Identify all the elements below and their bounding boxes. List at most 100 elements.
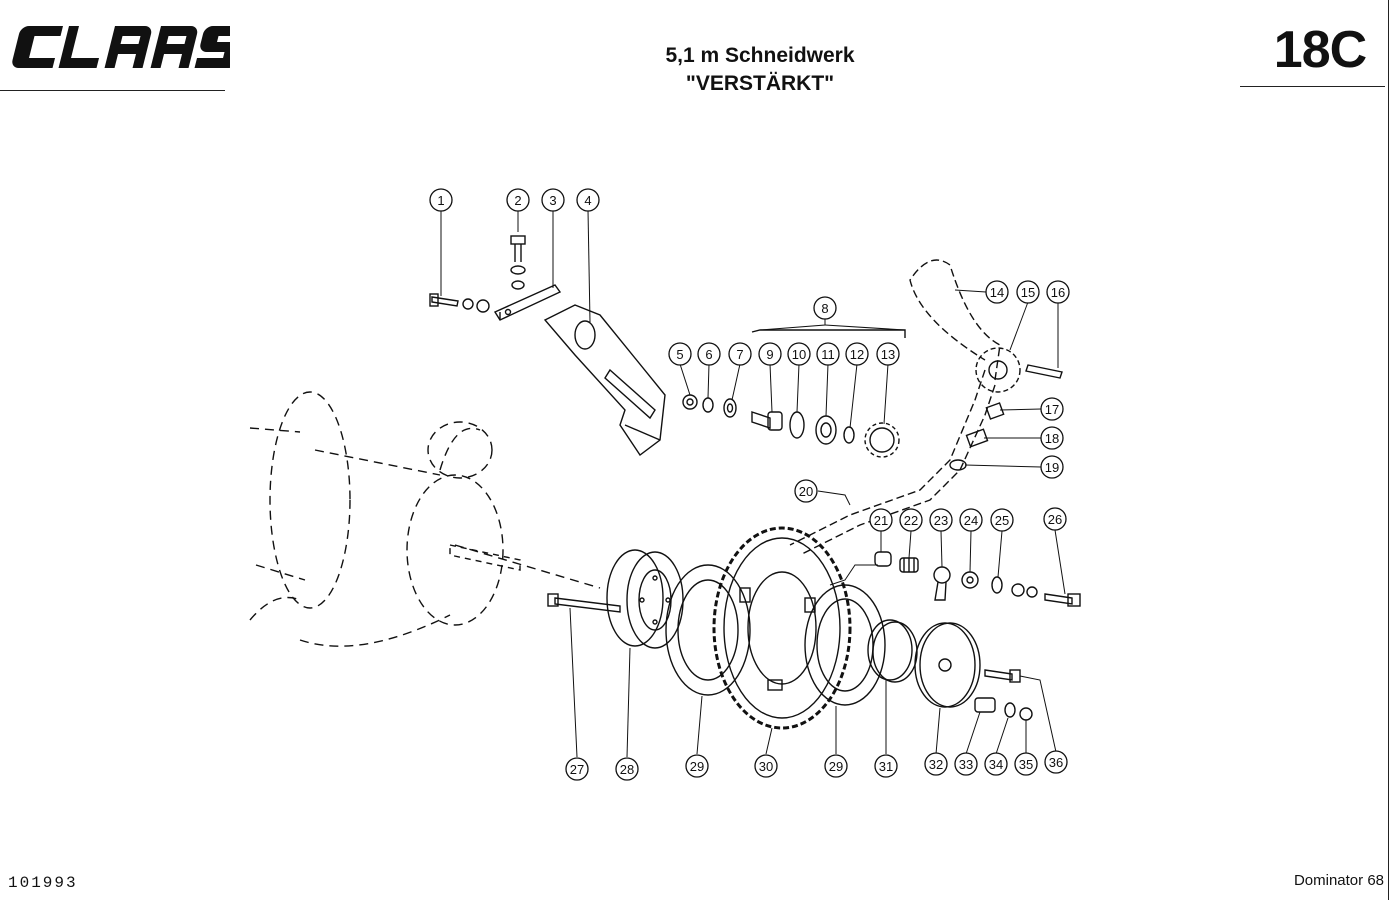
- callout-label: 21: [874, 513, 888, 528]
- callout-9: 9: [758, 342, 782, 366]
- page-title: 5,1 m Schneidwerk "VERSTÄRKT": [560, 42, 960, 98]
- bolt-1: [429, 293, 490, 313]
- bush-24: [961, 571, 979, 589]
- callout-label: 30: [759, 759, 773, 774]
- callout-label: 10: [792, 347, 806, 362]
- callout-label: 4: [584, 193, 591, 208]
- callout-label: 29: [829, 759, 843, 774]
- callout-label: 28: [620, 762, 634, 777]
- ring-31: [867, 619, 918, 683]
- callout-label: 18: [1045, 431, 1059, 446]
- friction-disc-29a: [665, 564, 751, 696]
- callout-label: 14: [990, 285, 1004, 300]
- machine-model: Dominator 68: [1293, 872, 1384, 889]
- leader-lines: [440, 209, 1066, 758]
- washer-25: [991, 576, 1003, 594]
- sprocket-15: [975, 347, 1021, 393]
- sprocket-30: [712, 526, 852, 730]
- callout-label: 27: [570, 762, 584, 777]
- link-19: [949, 459, 967, 471]
- ring-10: [789, 411, 805, 439]
- callout-label: 20: [799, 484, 813, 499]
- callout-label: 11: [821, 347, 835, 362]
- callout-label: 16: [1051, 285, 1065, 300]
- pin-16: [1025, 364, 1063, 379]
- bush-21: [874, 551, 892, 567]
- callout-28: 28: [615, 757, 639, 781]
- callout-label: 36: [1049, 755, 1063, 770]
- header-left-rule: [0, 90, 225, 91]
- callout-label: 12: [850, 347, 864, 362]
- stud-9: [751, 411, 783, 431]
- callout-label: 32: [929, 757, 943, 772]
- callout-14: 14: [985, 280, 1009, 304]
- callout-label: 29: [690, 759, 704, 774]
- callout-19: 19: [1040, 455, 1064, 479]
- callout-6: 6: [697, 342, 721, 366]
- claas-logo-mark: [12, 26, 248, 68]
- callout-34: 34: [984, 752, 1008, 776]
- callout-20: 20: [794, 479, 818, 503]
- bracket-3: [493, 284, 562, 321]
- callout-label: 5: [676, 347, 683, 362]
- washer-6: [702, 397, 714, 413]
- bolt-27: [547, 593, 621, 613]
- sprocket-13: [864, 422, 900, 458]
- callout-label: 31: [879, 759, 893, 774]
- bearing-11: [815, 415, 837, 445]
- callout-4: 4: [576, 188, 600, 212]
- callout-2: 2: [506, 188, 530, 212]
- callout-label: 8: [821, 301, 828, 316]
- callout-label: 9: [766, 347, 773, 362]
- callout-24: 24: [959, 508, 983, 532]
- page-code: 18C: [1273, 21, 1367, 79]
- callout-label: 23: [934, 513, 948, 528]
- drive-shaft: [449, 544, 521, 571]
- callout-29b: 29: [824, 754, 848, 778]
- washer-7: [723, 398, 737, 418]
- callout-23: 23: [929, 508, 953, 532]
- callout-label: 2: [514, 193, 521, 208]
- callout-32: 32: [924, 752, 948, 776]
- callout-27: 27: [565, 757, 589, 781]
- callout-5: 5: [668, 342, 692, 366]
- callout-7: 7: [728, 342, 752, 366]
- callout-26: 26: [1043, 507, 1067, 531]
- callout-label: 35: [1019, 757, 1033, 772]
- callout-33: 33: [954, 752, 978, 776]
- header-right-rule: [1240, 86, 1385, 87]
- callout-label: 24: [964, 513, 978, 528]
- bracket-8: [751, 329, 906, 338]
- callout-label: 13: [881, 347, 895, 362]
- nut-5: [682, 394, 698, 410]
- callout-30: 30: [754, 754, 778, 778]
- bracket-4: [543, 304, 666, 457]
- washer-34: [1004, 702, 1016, 718]
- callout-17: 17: [1040, 397, 1064, 421]
- spring-22: [899, 557, 919, 573]
- callout-25: 25: [990, 508, 1014, 532]
- callout-22: 22: [899, 508, 923, 532]
- spring-33: [974, 697, 996, 713]
- callout-16: 16: [1046, 280, 1070, 304]
- callout-label: 34: [989, 757, 1003, 772]
- callout-10: 10: [787, 342, 811, 366]
- link-17: [985, 402, 1005, 420]
- callout-8: 8: [813, 296, 837, 320]
- bolt-36: [984, 669, 1021, 683]
- callout-label: 26: [1048, 512, 1062, 527]
- callout-21: 21: [869, 508, 893, 532]
- eye-bolt-23: [933, 566, 951, 601]
- callout-label: 22: [904, 513, 918, 528]
- callout-13: 13: [876, 342, 900, 366]
- nut-26-set: [1011, 583, 1081, 607]
- callout-15: 15: [1016, 280, 1040, 304]
- callout-1: 1: [429, 188, 453, 212]
- callout-label: 7: [736, 347, 743, 362]
- callout-18: 18: [1040, 426, 1064, 450]
- bolt-2: [510, 235, 526, 290]
- callout-29a: 29: [685, 754, 709, 778]
- callout-11: 11: [816, 342, 840, 366]
- nut-35: [1019, 707, 1033, 721]
